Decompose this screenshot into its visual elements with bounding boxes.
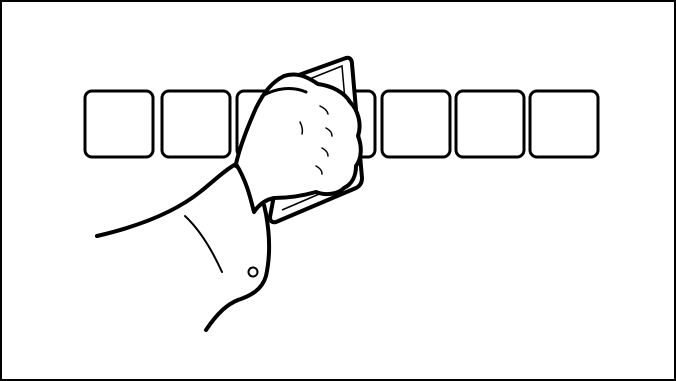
sleeve-icon — [97, 164, 270, 330]
slot-2 — [162, 91, 230, 157]
slot-6 — [456, 91, 524, 157]
cuff-button — [249, 268, 258, 277]
slot-1 — [85, 91, 153, 157]
slot-7 — [530, 91, 598, 157]
slot-5 — [382, 91, 450, 157]
